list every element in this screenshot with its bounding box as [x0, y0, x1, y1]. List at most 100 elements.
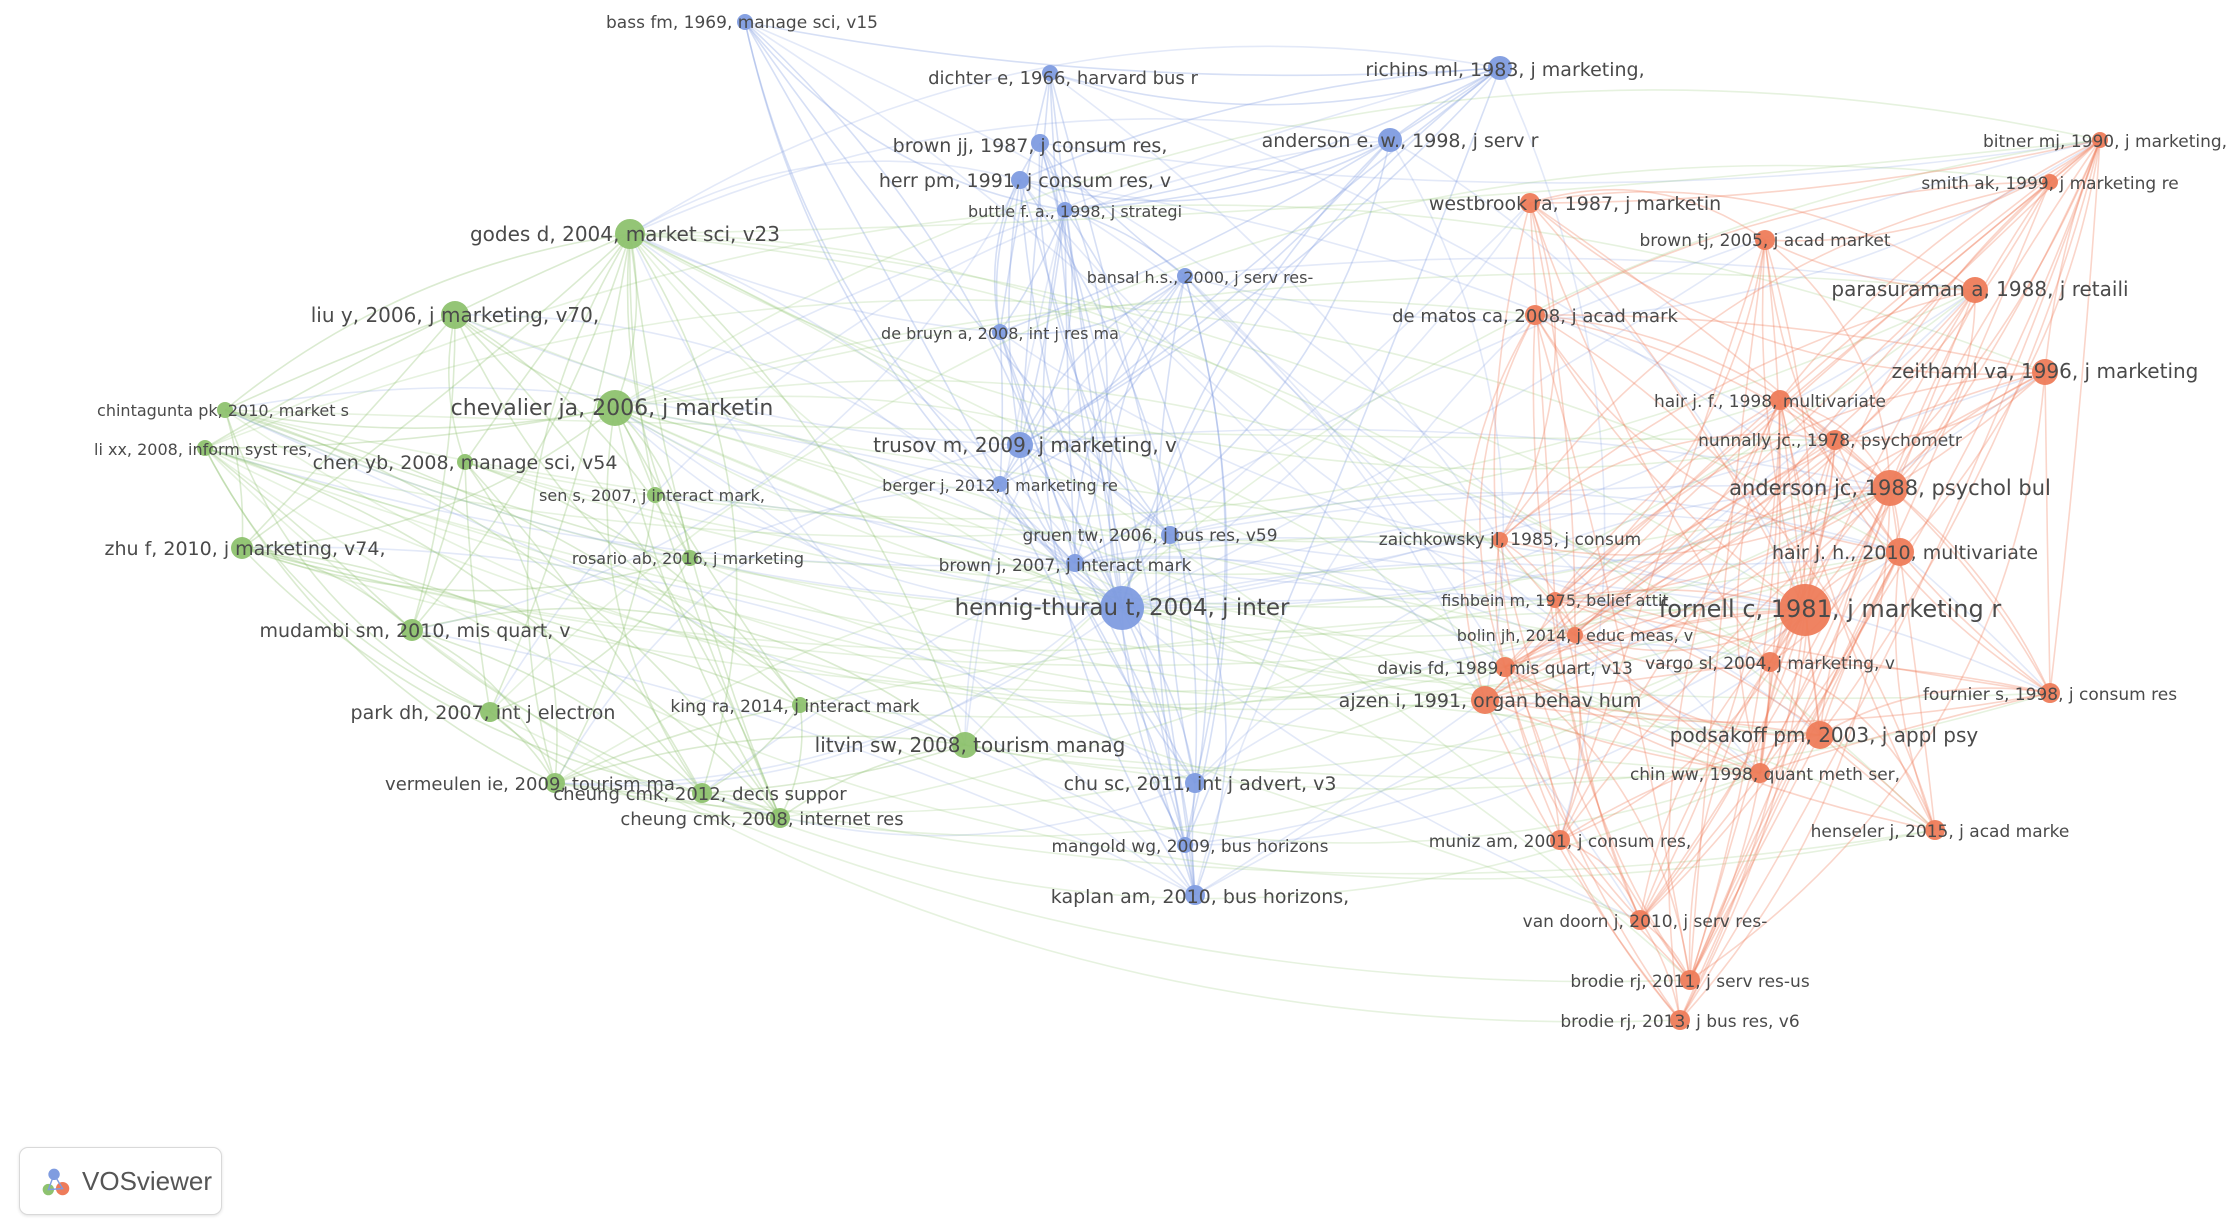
- network-node[interactable]: [1770, 390, 1790, 410]
- node-label[interactable]: chintagunta pk, 2010, market s: [97, 401, 349, 420]
- node-label[interactable]: park dh, 2007, int j electron: [351, 702, 616, 724]
- network-node[interactable]: [1520, 193, 1540, 213]
- node-label[interactable]: nunnally jc., 1978, psychometr: [1698, 431, 1962, 451]
- node-label[interactable]: brown tj, 2005, j acad market: [1640, 231, 1891, 251]
- network-node[interactable]: [1007, 432, 1033, 458]
- network-node[interactable]: [952, 732, 978, 758]
- network-node[interactable]: [1185, 773, 1205, 793]
- network-node[interactable]: [545, 773, 565, 793]
- network-node[interactable]: [1680, 970, 1700, 990]
- network-node[interactable]: [1886, 538, 1914, 566]
- network-node[interactable]: [1378, 128, 1402, 152]
- node-label[interactable]: hennig-thurau t, 2004, j inter: [955, 595, 1290, 621]
- network-node[interactable]: [480, 702, 500, 722]
- node-label[interactable]: henseler j, 2015, j acad marke: [1811, 822, 2070, 842]
- network-node[interactable]: [1779, 584, 1831, 636]
- network-node[interactable]: [1066, 554, 1084, 572]
- network-node[interactable]: [992, 476, 1008, 492]
- node-label[interactable]: berger j, 2012, j marketing re: [882, 476, 1118, 495]
- node-label[interactable]: anderson jc, 1988, psychol bul: [1729, 476, 2051, 500]
- network-node[interactable]: [2032, 359, 2058, 385]
- network-node[interactable]: [197, 440, 213, 456]
- node-label[interactable]: bansal h.s., 2000, j serv res-: [1087, 268, 1314, 287]
- node-label[interactable]: liu y, 2006, j marketing, v70,: [311, 303, 600, 327]
- node-label[interactable]: westbrook ra, 1987, j marketin: [1429, 193, 1721, 215]
- node-label[interactable]: bolin jh, 2014, j educ meas, v: [1457, 626, 1693, 645]
- node-label[interactable]: smith ak, 1999, j marketing re: [1921, 174, 2178, 194]
- node-label[interactable]: parasuraman a, 1988, j retaili: [1831, 277, 2128, 301]
- node-label[interactable]: zaichkowsky jl, 1985, j consum: [1379, 530, 1641, 550]
- node-label[interactable]: davis fd, 1989, mis quart, v13: [1377, 659, 1633, 679]
- node-label[interactable]: king ra, 2014, j interact mark: [670, 697, 919, 717]
- network-node[interactable]: [1760, 652, 1780, 672]
- network-node[interactable]: [1161, 526, 1179, 544]
- network-node[interactable]: [1011, 171, 1029, 189]
- node-label[interactable]: chu sc, 2011, int j advert, v3: [1064, 773, 1337, 795]
- node-label[interactable]: godes d, 2004, market sci, v23: [470, 222, 780, 246]
- node-label[interactable]: vargo sl, 2004, j marketing, v: [1645, 654, 1895, 674]
- network-node[interactable]: [1750, 763, 1770, 783]
- network-node[interactable]: [1872, 470, 1908, 506]
- network-node[interactable]: [1495, 657, 1515, 677]
- network-node[interactable]: [1177, 268, 1193, 284]
- network-node[interactable]: [992, 324, 1008, 340]
- network-node[interactable]: [2040, 683, 2060, 703]
- network-node[interactable]: [682, 550, 698, 566]
- node-label[interactable]: gruen tw, 2006, j bus res, v59: [1022, 526, 1277, 546]
- node-label[interactable]: ajzen i, 1991, organ behav hum: [1339, 690, 1642, 712]
- node-label[interactable]: brodie rj, 2011, j serv res-us: [1570, 972, 1810, 992]
- network-node[interactable]: [1471, 686, 1499, 714]
- network-node[interactable]: [457, 454, 473, 470]
- network-node[interactable]: [1100, 586, 1144, 630]
- node-label[interactable]: bitner mj, 1990, j marketing,: [1983, 132, 2227, 152]
- node-label[interactable]: chevalier ja, 2006, j marketin: [451, 396, 774, 421]
- node-label[interactable]: fornell c, 1981, j marketing r: [1659, 595, 2002, 623]
- node-label[interactable]: herr pm, 1991, j consum res, v: [879, 170, 1171, 192]
- network-node[interactable]: [1177, 837, 1193, 853]
- node-label[interactable]: brown jj, 1987, j consum res,: [893, 135, 1168, 157]
- network-node[interactable]: [737, 14, 753, 30]
- node-label[interactable]: dichter e, 1966, harvard bus r: [928, 68, 1198, 89]
- node-label[interactable]: muniz am, 2001, j consum res,: [1429, 832, 1692, 852]
- node-label[interactable]: li xx, 2008, inform syst res,: [94, 440, 312, 459]
- node-label[interactable]: richins ml, 1983, j marketing,: [1365, 59, 1644, 81]
- node-label[interactable]: cheung cmk, 2008, internet res: [620, 809, 903, 830]
- node-label[interactable]: hair j. h., 2010, multivariate: [1772, 542, 2038, 564]
- network-node[interactable]: [1042, 65, 1058, 81]
- node-label[interactable]: buttle f. a., 1998, j strategi: [968, 202, 1182, 221]
- network-node[interactable]: [792, 697, 808, 713]
- network-node[interactable]: [615, 219, 645, 249]
- network-node[interactable]: [1525, 305, 1545, 325]
- node-label[interactable]: sen s, 2007, j interact mark,: [539, 486, 765, 505]
- node-label[interactable]: cheung cmk, 2012, decis suppor: [553, 784, 847, 805]
- network-node[interactable]: [1806, 721, 1834, 749]
- network-node[interactable]: [2092, 132, 2108, 148]
- network-node[interactable]: [217, 402, 233, 418]
- node-label[interactable]: podsakoff pm, 2003, j appl psy: [1670, 723, 1979, 747]
- network-node[interactable]: [1057, 202, 1073, 218]
- node-label[interactable]: litvin sw, 2008, tourism manag: [815, 733, 1126, 757]
- network-node[interactable]: [401, 619, 423, 641]
- network-node[interactable]: [1492, 532, 1508, 548]
- network-node[interactable]: [1630, 910, 1650, 930]
- node-label[interactable]: de matos ca, 2008, j acad mark: [1392, 306, 1678, 327]
- node-label[interactable]: rosario ab, 2016, j marketing: [572, 549, 804, 568]
- node-label[interactable]: bass fm, 1969, manage sci, v15: [606, 13, 878, 33]
- network-node[interactable]: [1925, 820, 1945, 840]
- node-label[interactable]: de bruyn a, 2008, int j res ma: [881, 324, 1119, 343]
- node-label[interactable]: mangold wg, 2009, bus horizons: [1051, 837, 1328, 857]
- network-node[interactable]: [1755, 230, 1775, 250]
- network-node[interactable]: [231, 537, 253, 559]
- node-label[interactable]: chin ww, 1998, quant meth ser,: [1630, 765, 1900, 785]
- network-node[interactable]: [1185, 885, 1205, 905]
- node-label[interactable]: zhu f, 2010, j marketing, v74,: [105, 538, 386, 560]
- network-node[interactable]: [1488, 56, 1512, 80]
- node-label[interactable]: van doorn j, 2010, j serv res-: [1523, 912, 1768, 932]
- node-label[interactable]: zeithaml va, 1996, j marketing: [1892, 359, 2199, 383]
- network-node[interactable]: [692, 783, 712, 803]
- network-node[interactable]: [1962, 277, 1988, 303]
- node-label[interactable]: brown j, 2007, j interact mark: [939, 556, 1192, 576]
- node-label[interactable]: kaplan am, 2010, bus horizons,: [1051, 886, 1349, 908]
- node-label[interactable]: chen yb, 2008, manage sci, v54: [313, 452, 618, 474]
- node-label[interactable]: anderson e. w., 1998, j serv r: [1262, 130, 1539, 152]
